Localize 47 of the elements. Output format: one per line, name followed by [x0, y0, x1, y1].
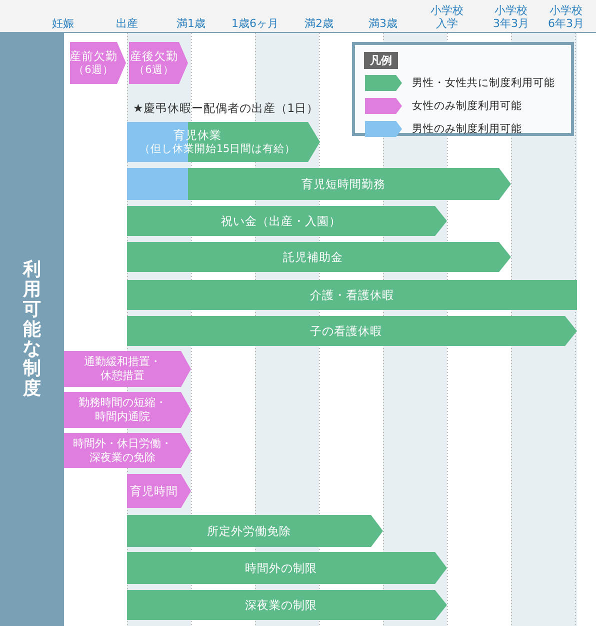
timeline-label: 妊娠	[52, 16, 74, 30]
arrow-bar	[127, 590, 447, 620]
timeline-label: 小学校6年3月	[547, 4, 585, 30]
arrow-bar	[127, 316, 577, 346]
bar-label: 勤務時間の短縮・時間内通院	[78, 396, 168, 424]
timeline-label: 出産	[116, 16, 138, 30]
arrow-bar	[129, 42, 188, 84]
arrow-bar	[64, 351, 191, 387]
note-text: ★慶弔休暇ー配偶者の出産（1日）	[133, 101, 319, 116]
arrow-bar	[127, 206, 447, 236]
arrow-bar	[127, 515, 383, 547]
arrow-bar	[127, 280, 577, 310]
bar-label: 子の看護休暇	[310, 324, 382, 338]
category-band	[0, 33, 64, 626]
bar-label: 育児時間	[130, 484, 178, 498]
timeline-label: 満1歳	[176, 16, 206, 30]
bar-label: （6週）	[74, 64, 114, 77]
bar-label: 介護・看護休暇	[310, 288, 394, 302]
bar-label: 時間外の制限	[245, 560, 317, 576]
arrow-bar	[127, 122, 320, 162]
timeline-label: 満2歳	[304, 16, 334, 30]
arrow-bar	[127, 168, 511, 200]
arrow-bar	[64, 392, 191, 428]
bar-label: 所定外労働免除	[207, 524, 291, 538]
bar-label: 託児補助金	[283, 250, 343, 264]
legend-text: 男性のみ制度利用可能	[412, 122, 522, 136]
bar-label: 祝い金（出産・入園）	[221, 214, 341, 228]
arrow-bar	[64, 433, 191, 468]
arrow-bar	[70, 42, 126, 84]
bar-label: 通勤緩和措置・休憩措置	[83, 355, 162, 383]
timeline-label: 1歳6ヶ月	[232, 16, 278, 30]
timeline-label: 満3歳	[368, 16, 398, 30]
legend-text: 女性のみ制度利用可能	[412, 99, 522, 113]
legend-title: 凡例	[364, 52, 398, 69]
bar-label: 時間外・休日労働・深夜業の免除	[72, 436, 173, 464]
bar-label: 産前欠勤	[70, 49, 118, 64]
arrow-bar	[127, 474, 191, 508]
bar-label: 深夜業の制限	[245, 598, 317, 612]
bar-label: （6週）	[134, 64, 174, 77]
arrow-bar	[127, 552, 447, 584]
timeline-label: 小学校3年3月	[492, 4, 530, 30]
vertical-heading: 利用可能な制度	[23, 260, 41, 399]
bar-label: 育児短時間勤務	[302, 176, 386, 192]
timeline-label: 小学校入学	[430, 4, 464, 30]
arrow-bar	[127, 242, 511, 272]
bar-label: 産後欠勤	[130, 49, 178, 64]
legend-text: 男性・女性共に制度利用可能	[412, 76, 555, 90]
